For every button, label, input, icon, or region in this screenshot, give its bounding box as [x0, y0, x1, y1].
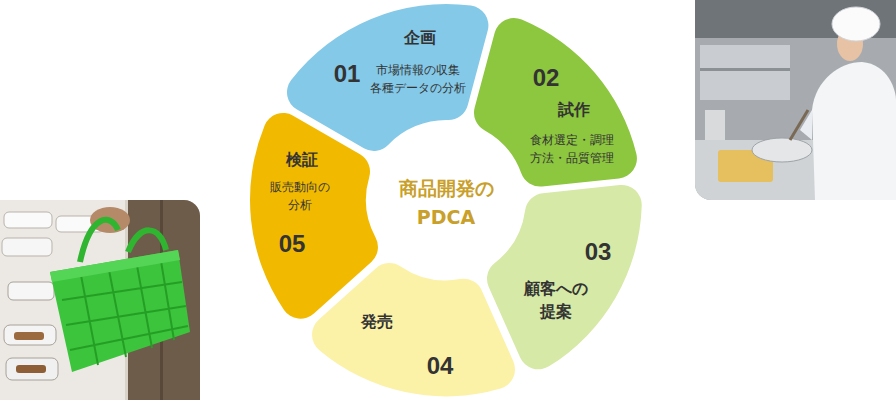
- cycle-segment: 企画市場情報の収集 各種データの分析 01: [287, 4, 488, 151]
- step-number: 05: [277, 230, 306, 259]
- text-slot: 検証: [285, 150, 319, 169]
- text-slot: 04: [425, 352, 454, 381]
- text-slot: 01: [332, 60, 361, 89]
- step-number: 01: [332, 60, 361, 89]
- food: [16, 365, 46, 373]
- cycle-segment: 検証販売動向の 分析 05: [250, 113, 378, 319]
- segment-shape: [487, 185, 642, 369]
- segment-shape: [250, 113, 378, 319]
- segment-fill: [474, 18, 637, 187]
- text-slot: 食材選定・調理 方法・品質管理: [529, 132, 615, 168]
- sleeve: [800, 110, 812, 140]
- text-slot: 02: [531, 64, 560, 93]
- segment-fill: [287, 4, 488, 151]
- step-heading: 試作: [557, 100, 591, 119]
- stainless-cabinet: [700, 45, 790, 100]
- center-circle: 商品開発の PDCA: [370, 124, 522, 276]
- white-coat: [812, 62, 896, 200]
- text-slot: 試作: [557, 100, 591, 119]
- food-pack: [2, 238, 52, 256]
- segment-fill: [487, 185, 642, 369]
- text-slot: 販売動向の 分析: [269, 179, 331, 215]
- food-pack: [8, 282, 54, 300]
- step-number: 03: [583, 238, 612, 267]
- basket: [50, 250, 190, 372]
- food-pack: [4, 325, 56, 345]
- food-pack: [6, 358, 58, 380]
- text-slot: 市場情報の収集 各種データの分析: [369, 62, 467, 98]
- step-number: 02: [531, 64, 560, 93]
- step-heading: 顧客への 提案: [523, 277, 589, 323]
- text-slot: 企画: [403, 28, 437, 47]
- text-slot: 商品開発の PDCA: [398, 174, 495, 231]
- shopping-photo: [0, 200, 200, 400]
- step-number: 04: [425, 352, 454, 381]
- segment-shape: [287, 4, 488, 151]
- step-description: 市場情報の収集 各種データの分析: [369, 62, 467, 98]
- cycle-segment: 03 顧客への 提案: [487, 185, 642, 369]
- step-description: 食材選定・調理 方法・品質管理: [529, 132, 615, 168]
- center-title: 商品開発の PDCA: [398, 174, 495, 231]
- step-heading: 発売: [360, 312, 394, 331]
- basket-handle: [80, 220, 118, 262]
- text-slot: 05: [277, 230, 306, 259]
- step-heading: 企画: [403, 28, 437, 47]
- segment-fill: [250, 113, 378, 319]
- photo-ground: [0, 200, 200, 400]
- food: [14, 332, 44, 340]
- text-slot: 03: [583, 238, 612, 267]
- basket-handle: [128, 230, 166, 252]
- hair-cap: [832, 7, 880, 41]
- shelf-edge: [700, 68, 790, 71]
- photo-ground: [695, 0, 896, 200]
- text-slot: 発売: [360, 312, 394, 331]
- mixing-bowl: [752, 138, 812, 162]
- step-heading: 検証: [285, 150, 319, 169]
- text-slot: 顧客への 提案: [523, 277, 589, 323]
- kitchen-photo: [695, 0, 896, 200]
- basket-rim: [50, 250, 180, 282]
- food-pack: [4, 212, 52, 228]
- cycle-segment: 02 試作食材選定・調理 方法・品質管理: [474, 18, 637, 187]
- step-description: 販売動向の 分析: [269, 179, 331, 215]
